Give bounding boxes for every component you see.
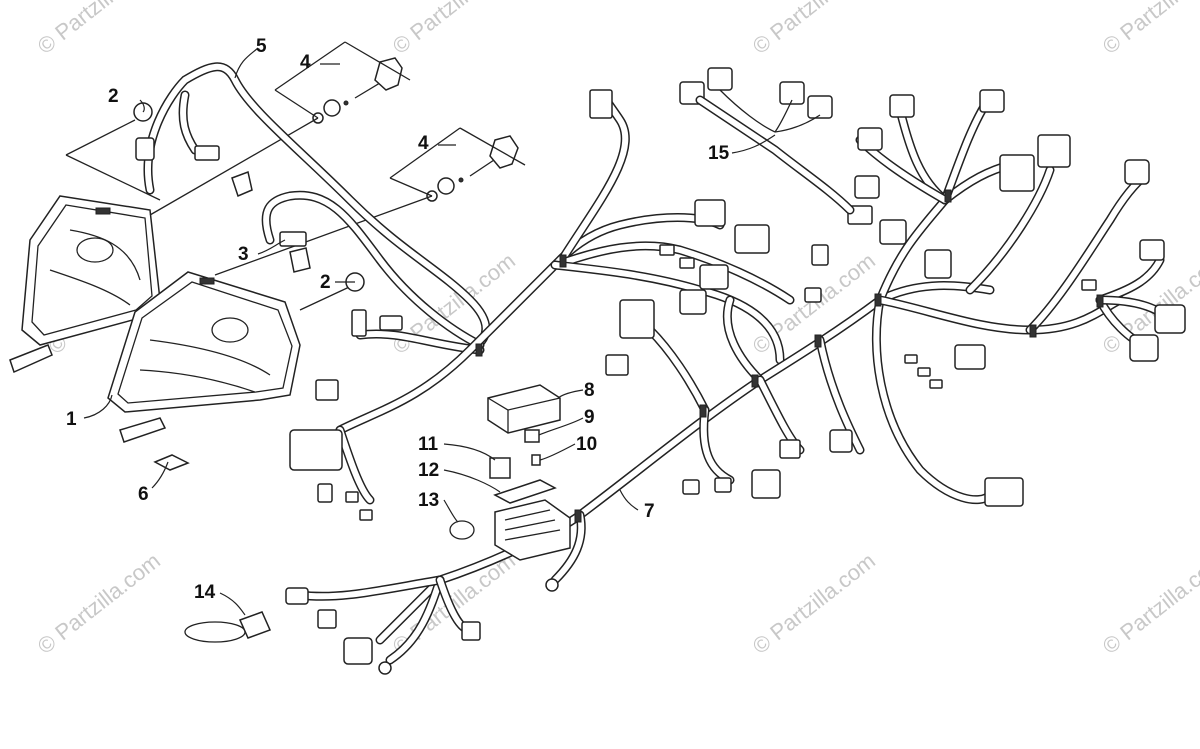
- callout-8: 8: [584, 380, 595, 401]
- callout-10: 10: [576, 434, 597, 455]
- headlight-right: [107, 271, 301, 443]
- callout-2b: 2: [320, 272, 331, 293]
- callout-14: 14: [194, 582, 216, 603]
- watermark: © Partzilla.com: [33, 548, 165, 659]
- callout-6: 6: [138, 484, 149, 505]
- callout-12: 12: [418, 460, 439, 481]
- watermark: © Partzilla.com: [1098, 0, 1200, 59]
- callout-3: 3: [238, 244, 249, 265]
- callout-2a: 2: [108, 86, 119, 107]
- callout-13: 13: [418, 490, 439, 511]
- callout-15: 15: [708, 143, 730, 164]
- callout-1: 1: [66, 409, 77, 430]
- guide-lines: [65, 41, 526, 311]
- connectors: [285, 67, 1186, 675]
- harness-15-wires: [695, 89, 855, 215]
- callouts: 1 2 2 3 4 4 5 6 7 8 9 10 11 12 13 14 15: [66, 36, 730, 603]
- callout-5: 5: [256, 36, 267, 57]
- callout-7: 7: [644, 501, 655, 522]
- callout-4a: 4: [300, 52, 311, 73]
- leaders: [83, 47, 776, 616]
- relay-fuse-parts: [449, 384, 571, 561]
- watermark: © Partzilla.com: [33, 0, 165, 59]
- headlight-left: [9, 195, 161, 374]
- watermark: © Partzilla.com: [1098, 548, 1200, 659]
- watermark: © Partzilla.com: [748, 0, 880, 59]
- watermark: © Partzilla.com: [388, 0, 520, 59]
- watermark: © Partzilla.com: [748, 548, 880, 659]
- callout-11: 11: [418, 434, 439, 455]
- adjuster-lower: [426, 135, 519, 202]
- callout-9: 9: [584, 407, 595, 428]
- mounting-pad: [153, 454, 190, 471]
- callout-4b: 4: [418, 133, 429, 154]
- headlight-harness: [133, 62, 491, 355]
- main-harness: [295, 90, 1175, 665]
- tie-strap: [184, 611, 272, 643]
